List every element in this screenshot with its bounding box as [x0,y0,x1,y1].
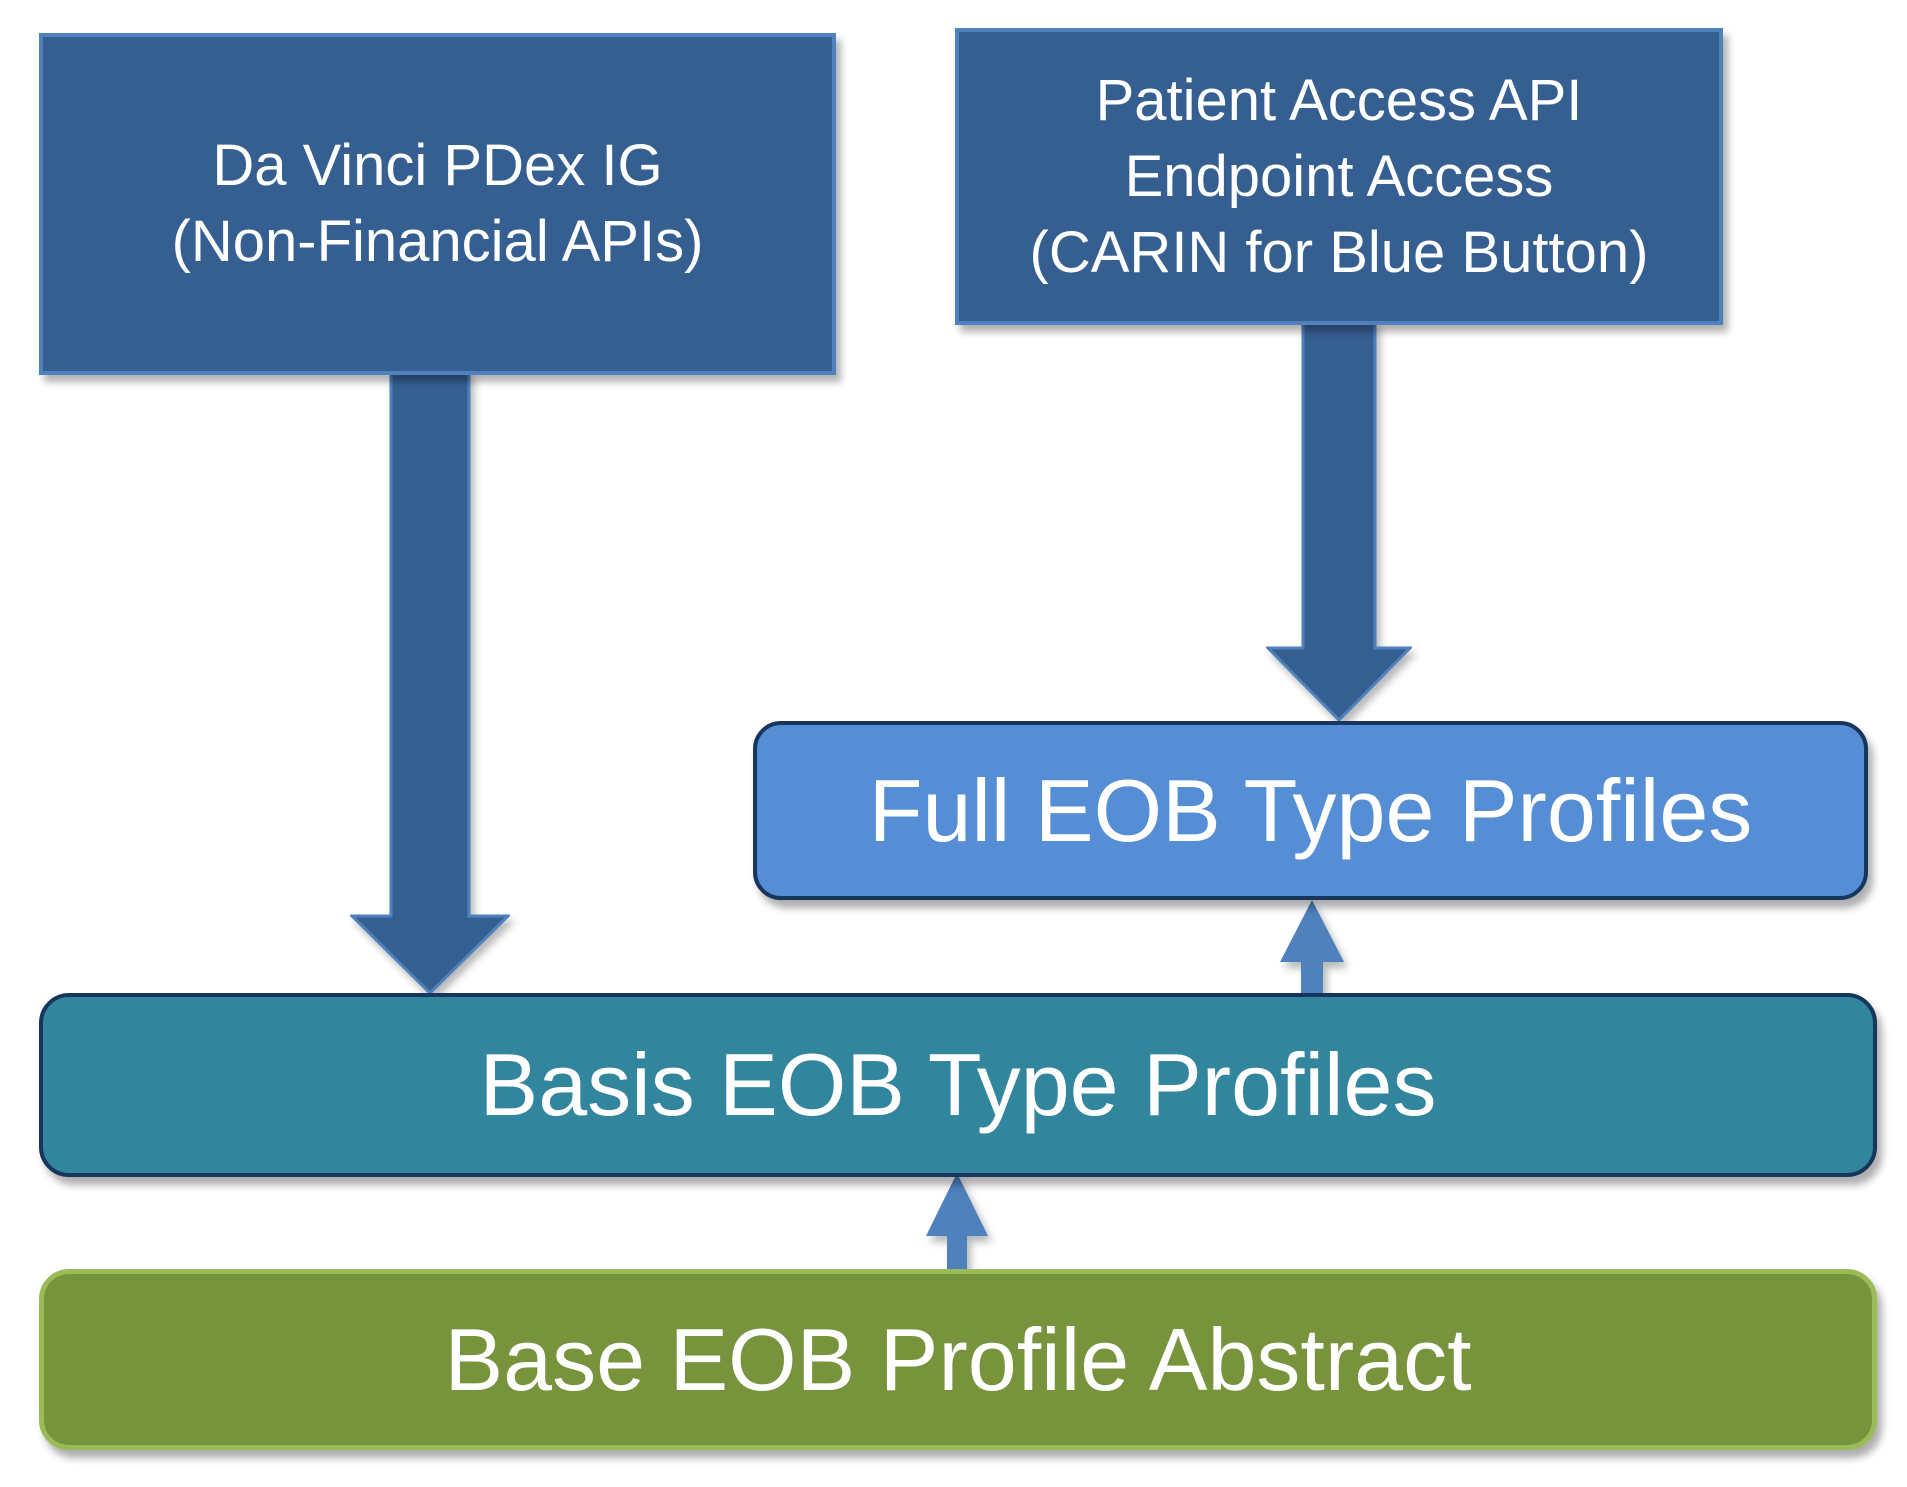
node-patient-access-api: Patient Access API Endpoint Access (CARI… [955,28,1723,325]
node-label-line: Endpoint Access [1124,143,1554,209]
up-arrow-basis-to-full-icon [1280,900,1344,995]
arrow-shape [1280,900,1344,995]
arrow-shape [350,370,510,995]
node-full-eob-type-profiles: Full EOB Type Profiles [753,721,1868,900]
node-label-line: (Non-Financial APIs) [171,209,704,274]
node-label-line: Patient Access API [1095,67,1583,133]
node-label-line: Da Vinci PDex IG [212,133,663,198]
node-label: Full EOB Type Profiles [868,760,1753,860]
node-base-eob-profile-abstract: Base EOB Profile Abstract [39,1269,1877,1450]
node-label-line: (CARIN for Blue Button) [1029,219,1649,285]
up-arrow-base-to-basis-icon [926,1173,988,1272]
node-basis-eob-type-profiles: Basis EOB Type Profiles [39,993,1877,1177]
node-label: Base EOB Profile Abstract [444,1309,1472,1409]
arrow-shape [926,1173,988,1272]
arrow-shape [1266,320,1412,722]
down-arrow-davinci-to-basis-icon [350,370,510,995]
down-arrow-patient-to-full-icon [1266,320,1412,722]
node-label: Basis EOB Type Profiles [479,1035,1437,1134]
node-da-vinci-pdex-ig: Da Vinci PDex IG (Non-Financial APIs) [39,33,836,375]
